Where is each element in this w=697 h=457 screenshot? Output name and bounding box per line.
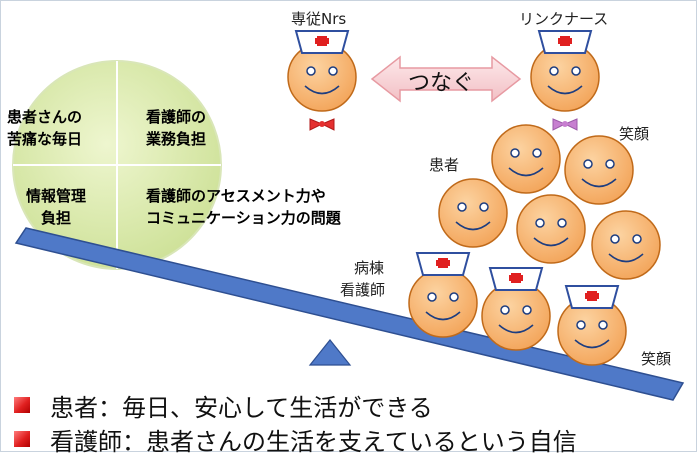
bullet-item-patient: 患者：毎日、安心して生活ができる [14, 388, 577, 422]
bullet-square-icon [14, 397, 30, 413]
patient-face-2 [564, 135, 634, 205]
smile-label-bottom: 笑顔 [641, 350, 672, 368]
link-nurse-figure [530, 30, 600, 131]
patient-faces [438, 124, 661, 280]
smile-label-top: 笑顔 [619, 125, 650, 143]
quadrant-nurse-burden-line2: 業務負担 [146, 130, 207, 148]
patient-face-4 [516, 194, 586, 264]
quadrant-info-management-line1: 情報管理 [26, 187, 87, 205]
patient-label: 患者 [429, 156, 460, 174]
bullet-square-icon [14, 431, 30, 447]
seesaw-fulcrum [308, 339, 352, 366]
quadrant-assessment-skill-line1: 看護師のアセスメント力や [146, 187, 326, 205]
senju-nurse-figure [287, 30, 357, 131]
ward-nurse-label-line2: 看護師 [340, 281, 386, 299]
connect-arrow [370, 55, 522, 103]
quadrant-nurse-burden: 看護師の 業務負担 [146, 106, 206, 150]
ward-nurse-faces [408, 252, 627, 366]
quadrant-info-management-line2: 負担 [41, 209, 72, 227]
bullet-text-patient: 患者：毎日、安心して生活ができる [50, 393, 433, 422]
connect-label: つなぐ [408, 71, 475, 96]
quadrant-patient-pain-line1: 患者さんの [7, 108, 83, 126]
quadrant-patient-pain-line2: 苦痛な毎日 [7, 130, 83, 148]
senju-nurse-label: 専従Nrs [291, 10, 347, 28]
patient-face-5 [591, 210, 661, 280]
outcome-bullets: 患者：毎日、安心して生活ができる 看護師：患者さんの生活を支えているという自信 [14, 388, 577, 456]
patient-face-1 [491, 124, 561, 194]
quadrant-info-management: 情報管理 負担 [26, 185, 86, 229]
problem-circle [12, 60, 222, 270]
patient-face-3 [438, 178, 508, 248]
ward-nurse-label-line1: 病棟 [354, 259, 385, 277]
bullet-item-nurse: 看護師：患者さんの生活を支えているという自信 [14, 422, 577, 456]
bullet-text-nurse: 看護師：患者さんの生活を支えているという自信 [50, 427, 577, 456]
quadrant-nurse-burden-line1: 看護師の [146, 108, 207, 126]
seesaw-plank [14, 227, 685, 401]
quadrant-assessment-skill-line2: コミュニケーション力の問題 [146, 209, 341, 227]
link-nurse-label: リンクナース [519, 10, 609, 28]
quadrant-assessment-skill: 看護師のアセスメント力や コミュニケーション力の問題 [146, 185, 341, 229]
quadrant-patient-pain: 患者さんの 苦痛な毎日 [7, 106, 82, 150]
